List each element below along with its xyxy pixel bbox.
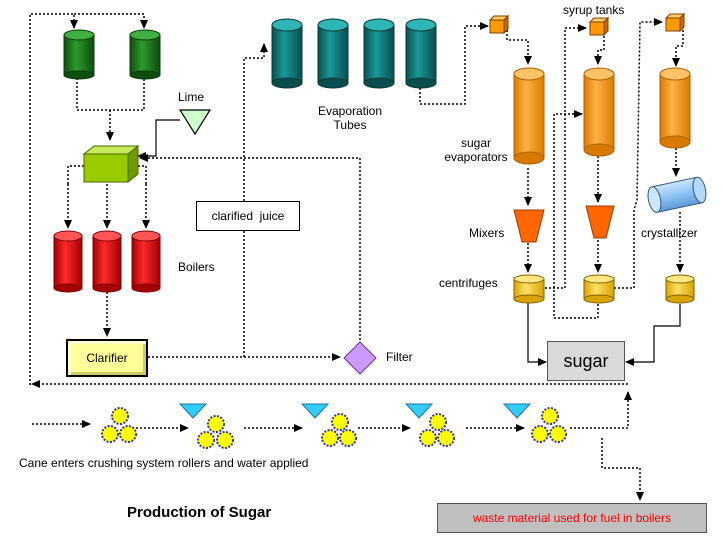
sugar-label: sugar [563, 350, 609, 371]
lime-funnel [178, 109, 212, 136]
clarified-juice-box: clarified juice [196, 201, 300, 231]
flow-centrifuge-return-loop [553, 110, 599, 319]
clarifier-label: Clarifier [86, 351, 128, 365]
mixer-2 [585, 205, 615, 239]
flow-centrifuge-2-to-syrup-tank-3 [614, 18, 663, 289]
mixers-label: Mixers [469, 226, 505, 240]
water-funnel-2 [300, 403, 330, 419]
lime-feed-line [137, 119, 180, 160]
crystallizer-label: crystallizer [641, 226, 698, 240]
filter-diamond [343, 341, 377, 375]
waste-label: waste material used for fuel in boilers [472, 511, 672, 525]
flow-centrifuge-1-to-syrup-tank-2 [545, 24, 587, 289]
flow-green-tanks-to-lime-box [76, 78, 145, 111]
mixer-1 [513, 209, 545, 243]
diagram-title: Production of Sugar [127, 504, 272, 521]
flow-syrup-tank-to-evaporator-1 [506, 26, 532, 65]
centrifuge-1 [513, 274, 545, 304]
flow-syrup-tank-3-to-evaporator-3 [672, 30, 684, 67]
cane-enters-label: Cane enters crushing system rollers and … [19, 456, 309, 470]
water-funnel-3 [404, 403, 434, 419]
boiler-2 [92, 230, 122, 293]
flow-syrup-tank-2-to-evaporator-2 [594, 36, 605, 65]
sugar-box: sugar [547, 341, 625, 381]
evaporation-tube-4 [405, 18, 437, 89]
sugar-evaporators-label: sugar evaporators [436, 136, 516, 164]
crystallizer-drum [647, 176, 707, 213]
boilers-label: Boilers [178, 260, 215, 274]
sugar-evaporator-2 [583, 67, 615, 157]
flow-filter-to-lime-box [139, 154, 361, 340]
evaporation-label-line2: Tubes [333, 118, 367, 132]
centrifuge-3 [665, 274, 695, 304]
lime-label: Lime [178, 90, 205, 104]
lime-mixing-box [82, 144, 140, 184]
roller-set-5 [531, 407, 567, 443]
evaporation-tube-2 [317, 18, 349, 89]
clarifier-box: Clarifier [66, 339, 148, 377]
filter-label: Filter [386, 350, 413, 364]
syrup-tank-2 [588, 16, 610, 37]
roller-set-2 [197, 415, 234, 449]
syrup-tanks-label: syrup tanks [563, 3, 625, 17]
sugar-evaporator-1 [513, 67, 545, 165]
boiler-1 [53, 230, 83, 293]
evaporation-tubes-label: Evaporation Tubes [310, 104, 390, 132]
sugar-evaporators-line2: evaporators [444, 150, 508, 164]
flow-bagasse-return [570, 391, 632, 429]
centrifuges-label: centrifuges [439, 276, 498, 290]
boiler-3 [131, 230, 161, 293]
water-funnel-1 [178, 403, 208, 419]
water-funnel-4 [502, 403, 532, 419]
flow-centrifuge-1-to-sugar [527, 300, 547, 366]
waste-box: waste material used for fuel in boilers [437, 503, 707, 533]
green-tank-2 [129, 29, 161, 80]
evaporation-label-line1: Evaporation [317, 104, 383, 118]
sugar-evaporators-line1: sugar [460, 136, 492, 150]
green-tank-1 [63, 29, 95, 80]
sugar-evaporator-3 [659, 67, 691, 149]
centrifuge-2 [583, 274, 615, 304]
flow-to-green-tank-1 [29, 13, 78, 385]
flow-to-waste [601, 438, 644, 501]
roller-set-3 [321, 413, 357, 447]
roller-set-1 [101, 407, 137, 443]
syrup-tank-1 [488, 14, 510, 35]
evaporation-tube-3 [363, 18, 395, 89]
clarified-juice-label: clarified juice [211, 209, 285, 223]
roller-set-4 [419, 413, 455, 447]
syrup-tank-3 [664, 12, 686, 33]
flow-to-green-tank-2 [74, 13, 148, 29]
flow-centrifuge-3-to-sugar [625, 304, 681, 366]
flow-evaporation-to-syrup-tank [419, 22, 489, 105]
evaporation-tube-1 [271, 18, 303, 89]
